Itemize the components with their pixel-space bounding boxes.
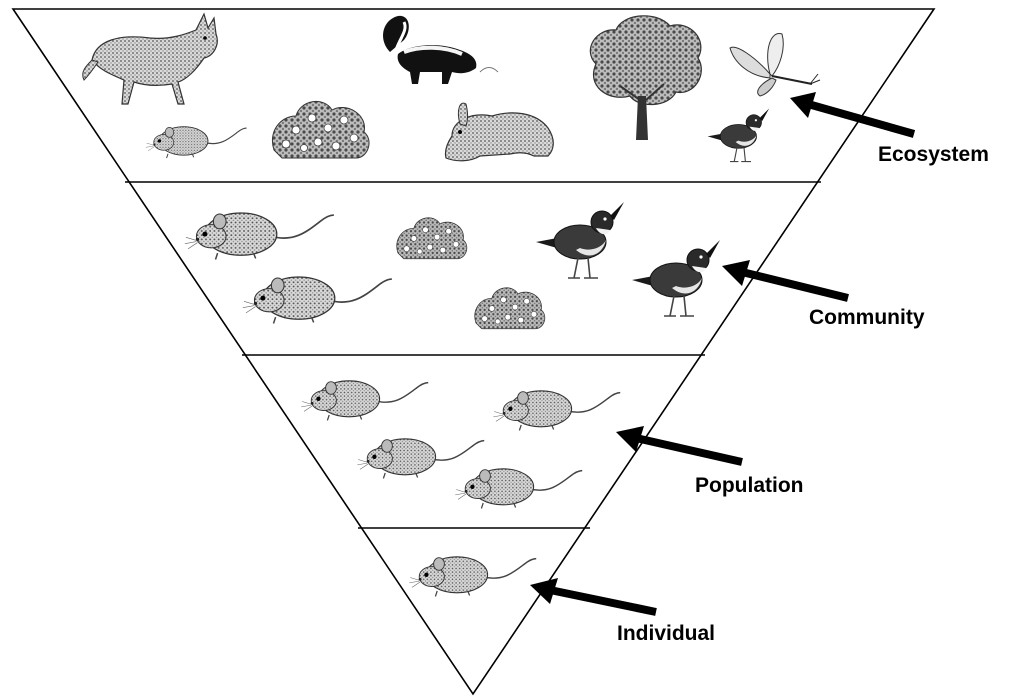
pyramid — [13, 9, 934, 694]
label-population: Population — [695, 474, 804, 498]
label-ecosystem: Ecosystem — [878, 143, 989, 167]
label-community: Community — [809, 306, 925, 330]
pyramid-outline — [13, 9, 934, 694]
label-individual: Individual — [617, 622, 715, 646]
arrow-individual — [530, 578, 656, 612]
arrow-population — [616, 426, 742, 462]
